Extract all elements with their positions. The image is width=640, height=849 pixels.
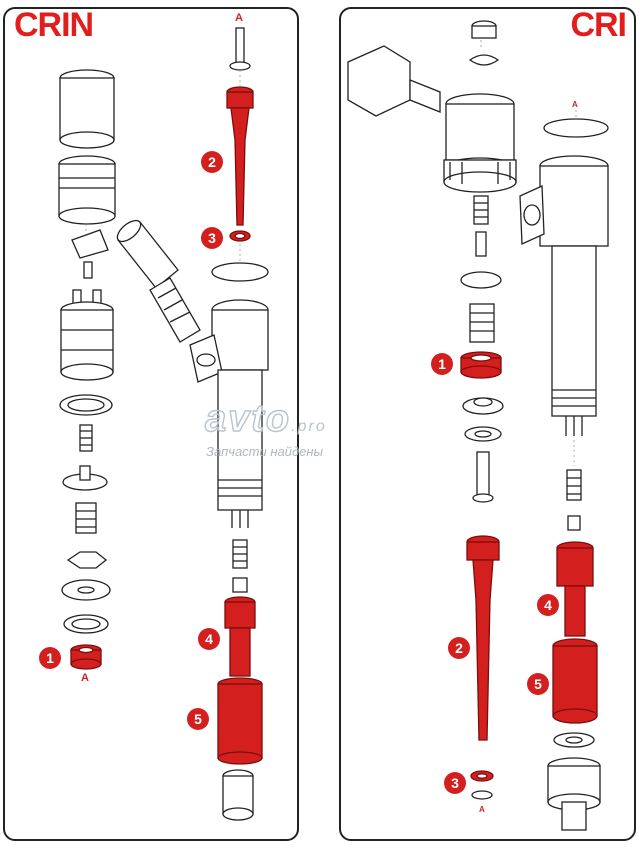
crin-marker-3: 3 — [201, 227, 223, 249]
cri-marker-1: 1 — [431, 353, 453, 375]
crin-part-5-nozzle-nut — [217, 677, 263, 765]
cri-part-5-nozzle-nut — [552, 638, 598, 724]
crin-marker-5: 5 — [187, 708, 209, 730]
cri-section-a-top: A — [572, 100, 578, 109]
cri-left-column — [347, 20, 517, 503]
watermark-brand: avto.pro — [204, 397, 327, 441]
crin-marker-4: 4 — [198, 628, 220, 650]
watermark-suffix: .pro — [291, 418, 327, 435]
cri-part-1-armature-nut — [460, 351, 502, 379]
cri-part-2-valve-stem — [466, 535, 500, 741]
crin-title: CRIN — [14, 6, 94, 44]
watermark-tagline: Запчасти найдены — [206, 444, 324, 459]
cri-title: CRI — [570, 6, 627, 44]
cri-marker-2: 2 — [448, 637, 470, 659]
crin-part-2-valve-stem — [226, 86, 254, 226]
cri-lower-o-ring — [471, 790, 493, 800]
crin-part-1-armature-nut — [70, 644, 102, 670]
cri-right-column — [519, 118, 609, 831]
crin-part-3-o-ring — [229, 230, 251, 242]
cri-part-3-o-ring — [470, 770, 494, 782]
watermark-brand-name: avto — [204, 397, 292, 440]
crin-section-a-bottom: A — [81, 672, 89, 684]
crin-marker-2: 2 — [201, 151, 223, 173]
crin-part-4-nozzle — [224, 596, 256, 677]
crin-section-a-top: A — [235, 12, 243, 24]
cri-part-4-nozzle — [556, 541, 594, 637]
cri-marker-3: 3 — [444, 772, 466, 794]
crin-right-column — [116, 27, 269, 821]
crin-left-column — [58, 69, 116, 634]
cri-marker-4: 4 — [537, 594, 559, 616]
cri-section-a-bottom: A — [479, 805, 485, 814]
crin-marker-1: 1 — [39, 647, 61, 669]
cri-marker-5: 5 — [527, 673, 549, 695]
